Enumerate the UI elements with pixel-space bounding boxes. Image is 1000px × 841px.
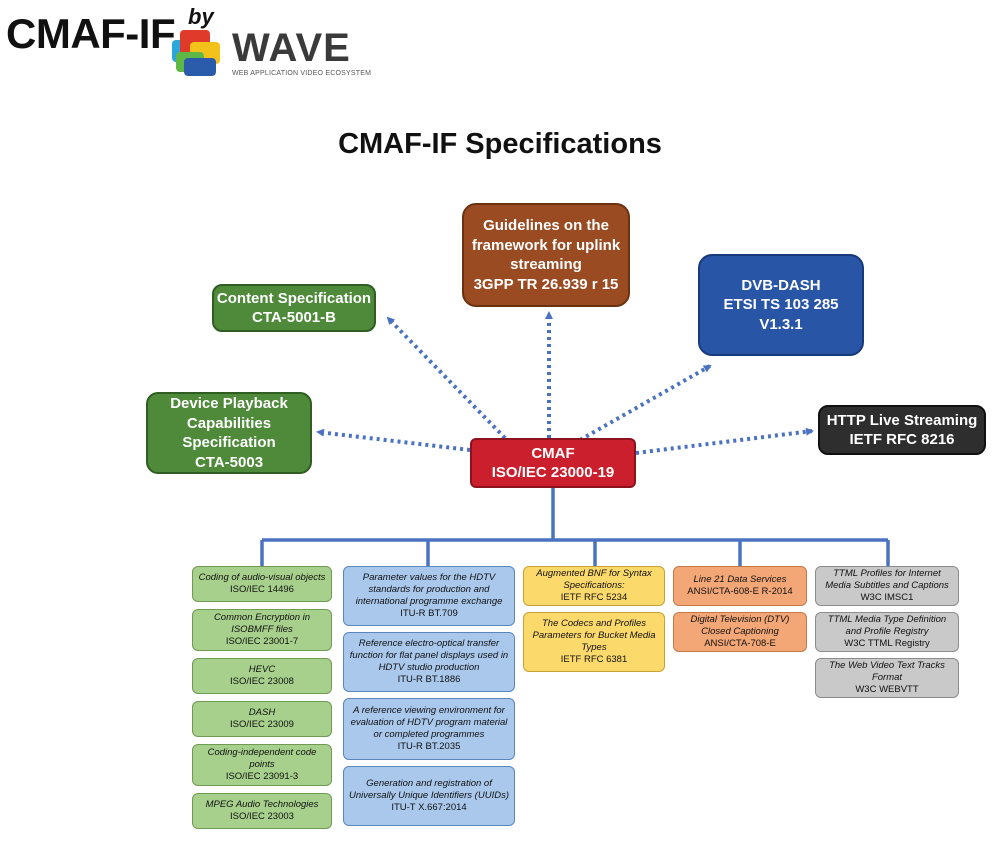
leaf-ietf-5234: Augmented BNF for Syntax Specifications:… (523, 566, 665, 606)
leaf-code: ISO/IEC 14496 (230, 584, 294, 595)
dvb-dash-code: ETSI TS 103 285 (723, 296, 839, 314)
leaf-iso-23091-3: Coding-independent code points ISO/IEC 2… (192, 744, 332, 786)
leaf-iso-23009: DASH ISO/IEC 23009 (192, 701, 332, 737)
leaf-code: IETF RFC 5234 (560, 591, 628, 603)
uplink-guidelines-box: Guidelines on the framework for uplink s… (462, 203, 630, 307)
wave-logo-icon (172, 30, 220, 76)
leaf-name: Reference electro-optical transfer funct… (349, 638, 509, 673)
device-playback-code: CTA-5003 (194, 453, 264, 471)
device-playback-box: Device Playback Capabilities Specificati… (146, 392, 312, 474)
leaf-code: IETF RFC 6381 (560, 653, 628, 665)
wave-logo-word: WAVE (232, 26, 351, 70)
arrow-to-content-spec (386, 316, 507, 440)
leaf-name: The Codecs and Profiles Parameters for B… (532, 618, 656, 653)
cmaf-center-box: CMAF ISO/IEC 23000-19 (470, 438, 636, 488)
leaf-name: TTML Media Type Definition and Profile R… (827, 614, 947, 638)
leaf-cta-708: Digital Television (DTV) Closed Captioni… (673, 612, 807, 652)
leaf-code: ITU-R BT.709 (400, 607, 458, 619)
leaf-cta-608: Line 21 Data Services ANSI/CTA-608-E R-2… (673, 566, 807, 606)
cmaf-code: ISO/IEC 23000-19 (491, 464, 615, 481)
device-playback-line-3: Specification (182, 434, 276, 451)
arrow-to-hls (635, 427, 814, 455)
leaf-name: Coding of audio-visual objects (198, 572, 326, 584)
leaf-name: Coding-independent code points (207, 747, 317, 771)
diagram-title: CMAF-IF Specifications (338, 128, 662, 160)
leaf-code: ISO/IEC 23091-3 (225, 770, 299, 782)
content-specification-box: Content Specification CTA-5001-B (212, 284, 376, 332)
leaf-itu-bt1886: Reference electro-optical transfer funct… (343, 632, 515, 692)
device-playback-line-2: Capabilities (186, 414, 272, 432)
leaf-w3c-webvtt: The Web Video Text Tracks Format W3C WEB… (815, 658, 959, 698)
leaf-w3c-ttml-registry: TTML Media Type Definition and Profile R… (815, 612, 959, 652)
leaf-name: Common Encryption in ISOBMFF files (213, 612, 311, 636)
leaf-name: Augmented BNF for Syntax Specifications: (536, 568, 652, 592)
leaf-code: ITU-R BT.1886 (397, 673, 461, 685)
leaf-code: ISO/IEC 23003 (230, 811, 294, 822)
leaf-code: W3C TTML Registry (844, 637, 930, 649)
leaf-name: HEVC (248, 664, 276, 676)
leaf-code: W3C WEBVTT (855, 683, 919, 695)
leaf-w3c-imsc1: TTML Profiles for Internet Media Subtitl… (815, 566, 959, 606)
uplink-code: 3GPP TR 26.939 r 15 (473, 275, 619, 293)
brand-title: CMAF-IF (6, 10, 176, 57)
leaf-name: MPEG Audio Technologies (205, 799, 319, 811)
leaf-name: The Web Video Text Tracks Format (829, 660, 945, 684)
leaf-iso-23003: MPEG Audio Technologies ISO/IEC 23003 (192, 793, 332, 829)
dvb-dash-name: DVB-DASH (741, 276, 821, 294)
tree-lines (260, 488, 890, 566)
device-playback-line-1: Device Playback (170, 395, 288, 412)
leaf-iso-23008: HEVC ISO/IEC 23008 (192, 658, 332, 694)
leaf-code: ANSI/CTA-708-E (704, 637, 776, 649)
leaf-name: A reference viewing environment for eval… (350, 705, 508, 740)
uplink-line-3: streaming (510, 256, 582, 273)
hls-code: IETF RFC 8216 (849, 431, 955, 448)
leaf-itu-bt2035: A reference viewing environment for eval… (343, 698, 515, 760)
leaf-code: ITU-T X.667:2014 (391, 801, 467, 813)
uplink-line-1: Guidelines on the (483, 217, 609, 234)
uplink-line-2: framework for uplink (471, 236, 621, 254)
leaf-code: W3C IMSC1 (860, 591, 914, 603)
dvb-dash-version: V1.3.1 (759, 315, 803, 333)
leaf-itu-bt709: Parameter values for the HDTV standards … (343, 566, 515, 626)
content-spec-code: CTA-5001-B (252, 309, 336, 326)
hls-box: HTTP Live Streaming IETF RFC 8216 (818, 405, 986, 455)
leaf-code: ISO/IEC 23001-7 (225, 635, 299, 647)
content-spec-name: Content Specification (216, 289, 372, 307)
leaf-iso-14496: Coding of audio-visual objects ISO/IEC 1… (192, 566, 332, 602)
leaf-code: ITU-R BT.2035 (397, 740, 461, 752)
wave-logo-tagline: WEB APPLICATION VIDEO ECOSYSTEM (232, 70, 372, 77)
arrow-to-device-playback (316, 428, 471, 452)
leaf-iso-23001-7: Common Encryption in ISOBMFF files ISO/I… (192, 609, 332, 651)
cmaf-name: CMAF (531, 444, 575, 462)
hls-name: HTTP Live Streaming (826, 411, 978, 429)
leaf-name: Generation and registration of Universal… (349, 778, 509, 802)
leaf-name: DASH (248, 707, 276, 719)
leaf-ietf-6381: The Codecs and Profiles Parameters for B… (523, 612, 665, 672)
leaf-code: ISO/IEC 23009 (230, 719, 294, 730)
leaf-itu-x667: Generation and registration of Universal… (343, 766, 515, 826)
leaf-name: Digital Television (DTV) Closed Captioni… (690, 614, 790, 638)
leaf-name: Parameter values for the HDTV standards … (355, 572, 503, 607)
leaf-code: ISO/IEC 23008 (230, 676, 294, 687)
dvb-dash-box: DVB-DASH ETSI TS 103 285 V1.3.1 (698, 254, 864, 356)
arrow-to-dvb-dash (579, 364, 712, 442)
leaf-name: Line 21 Data Services (693, 574, 787, 586)
brand-by: by (188, 4, 214, 29)
leaf-name: TTML Profiles for Internet Media Subtitl… (825, 568, 949, 592)
leaf-code: ANSI/CTA-608-E R-2014 (687, 586, 793, 597)
